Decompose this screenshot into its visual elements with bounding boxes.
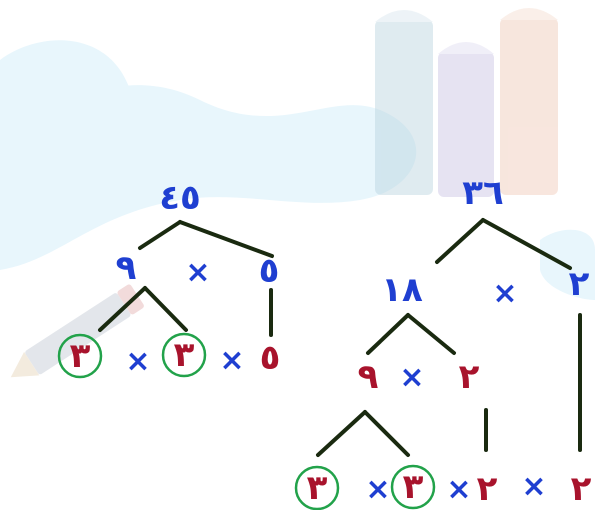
right-prime-circle-b [390,464,436,510]
right-level3-times-c: × [521,469,547,504]
right-tree-branches [316,218,582,457]
left-root-number: ٤٥ [159,178,201,218]
left-level1-left-number: ٩ [115,248,137,288]
right-level3-times-b: × [446,472,472,507]
left-level1-times: × [185,255,211,290]
left-level2-prime-c: ٥ [259,338,281,378]
right-level2-times: × [399,360,425,395]
right-root-number: ٣٦ [462,173,504,213]
right-level1-right-number: ٢ [568,264,590,304]
left-level2-times-a: × [125,344,151,379]
right-level2-left-number: ٩ [357,357,379,397]
right-level3-times-a: × [365,472,391,507]
right-level3-prime-d: ٢ [570,469,592,509]
prime-circles [57,332,436,510]
right-level3-prime-a: ٣ [306,468,328,508]
left-prime-circle-b [161,332,207,378]
left-level1-right-number: ٥ [258,251,280,291]
books-watermark-icon [375,8,558,197]
left-tree-branches [98,220,274,337]
right-level3-prime-c: ٢ [476,469,498,509]
left-level2-prime-a: ٣ [69,336,91,376]
left-prime-circle-a [57,333,103,379]
right-level1-left-number: ١٨ [381,270,423,310]
left-level2-times-b: × [219,343,245,378]
left-level2-prime-b: ٣ [173,335,195,375]
right-level1-times: × [492,276,518,311]
right-prime-circle-a [294,465,340,510]
right-level2-right-number: ٢ [458,357,480,397]
right-level3-prime-b: ٣ [402,467,424,507]
